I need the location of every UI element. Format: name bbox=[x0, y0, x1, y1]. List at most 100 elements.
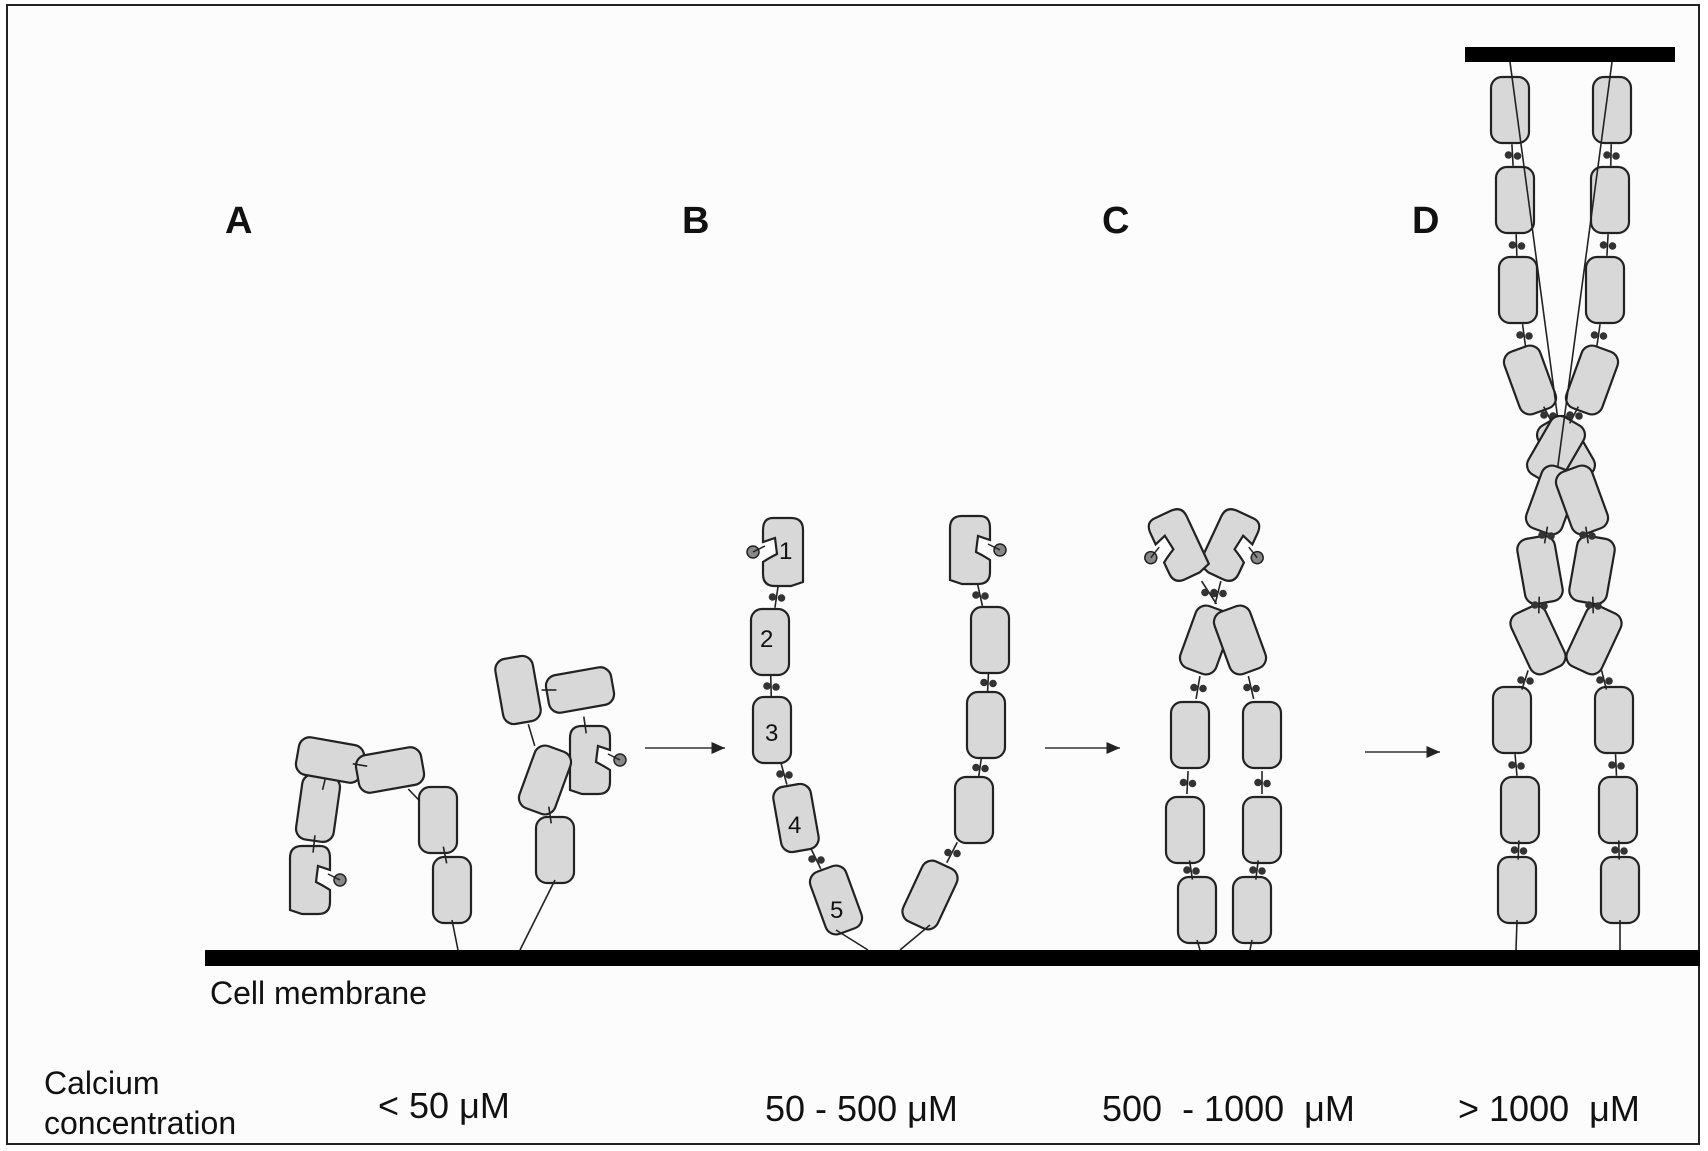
calcium-ion bbox=[953, 850, 961, 858]
calcium-ion bbox=[1525, 332, 1533, 340]
top-membrane-bar bbox=[1465, 47, 1675, 62]
calcium-ion bbox=[1611, 846, 1619, 854]
calcium-ion bbox=[1249, 866, 1257, 874]
calcium-ion bbox=[763, 682, 771, 690]
calcium-ion bbox=[1263, 780, 1271, 788]
ec-domain bbox=[295, 773, 342, 844]
concentration-c: 500 - 1000 μM bbox=[1102, 1088, 1355, 1130]
ec-domain bbox=[971, 607, 1009, 673]
calcium-ion bbox=[944, 849, 952, 857]
ec-domain bbox=[1593, 77, 1631, 143]
ec1-domain bbox=[950, 516, 990, 584]
concentration-d: > 1000 μM bbox=[1458, 1088, 1640, 1130]
panel-letter-d: D bbox=[1412, 200, 1439, 243]
ec-domain bbox=[1491, 77, 1529, 143]
domain-number-5: 5 bbox=[830, 897, 843, 925]
ec-domain bbox=[1507, 602, 1569, 678]
ec-domain bbox=[1499, 257, 1537, 323]
calcium-ion bbox=[1517, 676, 1525, 684]
ec-domain bbox=[494, 654, 543, 726]
concentration-b: 50 - 500 μM bbox=[765, 1088, 958, 1130]
calcium-ion bbox=[1210, 590, 1218, 598]
membrane-anchor bbox=[452, 920, 458, 950]
calcium-ion bbox=[1518, 242, 1526, 250]
calcium-ion bbox=[1575, 412, 1583, 420]
calcium-ion bbox=[1517, 762, 1525, 770]
ec-domain bbox=[967, 692, 1005, 758]
ec-domain bbox=[354, 746, 426, 795]
calcium-ion bbox=[1520, 847, 1528, 855]
ec-domain bbox=[1586, 257, 1624, 323]
calcium-ion bbox=[1526, 677, 1534, 685]
calcium-ion bbox=[1579, 531, 1587, 539]
ec-domain bbox=[1493, 687, 1531, 753]
ec-domain bbox=[1178, 877, 1216, 943]
membrane-anchor bbox=[836, 930, 868, 950]
calcium-ion bbox=[817, 856, 825, 864]
panel-letter-c: C bbox=[1102, 200, 1129, 243]
calcium-ion bbox=[1609, 242, 1617, 250]
calcium-ion bbox=[1605, 677, 1613, 685]
calcium-ion bbox=[1600, 241, 1608, 249]
ec-domain bbox=[1568, 534, 1617, 606]
domain-number-1: 1 bbox=[779, 538, 792, 566]
linker bbox=[408, 789, 420, 801]
calcium-ion bbox=[1531, 601, 1539, 609]
calcium-ion bbox=[1588, 532, 1596, 540]
calcium-concentration-label: Calcium concentration bbox=[44, 1063, 236, 1143]
calcium-ion bbox=[1201, 589, 1209, 597]
calcium-ion bbox=[785, 771, 793, 779]
calcium-ion bbox=[1514, 152, 1522, 160]
ec-domain bbox=[536, 817, 574, 883]
ec-domain bbox=[1563, 602, 1625, 678]
calcium-ion bbox=[1511, 846, 1519, 854]
tryptophan-ligand bbox=[1143, 550, 1159, 566]
ec-domain bbox=[955, 777, 993, 843]
panel-letter-b: B bbox=[682, 200, 709, 243]
calcium-ion bbox=[1538, 531, 1546, 539]
domain-number-4: 4 bbox=[788, 812, 801, 840]
calcium-ion bbox=[1617, 762, 1625, 770]
ec-domain bbox=[1243, 702, 1281, 768]
calcium-ion bbox=[1566, 411, 1574, 419]
ec-domain bbox=[1501, 777, 1539, 843]
calcium-ion bbox=[981, 765, 989, 773]
ec-domain bbox=[419, 787, 457, 853]
calcium-ion bbox=[1509, 241, 1517, 249]
ec-domain bbox=[1233, 877, 1271, 943]
ec-domain bbox=[1501, 342, 1559, 417]
ec1-domain bbox=[570, 726, 610, 794]
calcium-ion bbox=[972, 764, 980, 772]
calcium-ion bbox=[1183, 866, 1191, 874]
calcium-ion bbox=[1620, 847, 1628, 855]
calcium-ion bbox=[1585, 601, 1593, 609]
ec-domain bbox=[516, 742, 574, 817]
calcium-label-line2: concentration bbox=[44, 1103, 236, 1143]
ec1-domain bbox=[290, 846, 330, 914]
calcium-ion bbox=[1508, 761, 1516, 769]
calcium-ion bbox=[1612, 152, 1620, 160]
calcium-ion bbox=[980, 679, 988, 687]
linker bbox=[528, 724, 534, 746]
cell-membrane-bar bbox=[205, 950, 1700, 966]
ec-domain bbox=[1211, 602, 1269, 677]
ec-domain bbox=[1516, 534, 1565, 606]
calcium-ion bbox=[1258, 867, 1266, 875]
calcium-ion bbox=[1596, 676, 1604, 684]
calcium-ion bbox=[1540, 411, 1548, 419]
ec-domain bbox=[1599, 777, 1637, 843]
calcium-ion bbox=[1189, 780, 1197, 788]
cell-membrane-label: Cell membrane bbox=[210, 975, 427, 1012]
calcium-ion bbox=[989, 680, 997, 688]
calcium-ion bbox=[1243, 684, 1251, 692]
calcium-ion bbox=[1540, 602, 1548, 610]
calcium-ion bbox=[981, 592, 989, 600]
tryptophan-ligand bbox=[1249, 550, 1265, 566]
domain-number-2: 2 bbox=[760, 626, 773, 654]
calcium-ion bbox=[1180, 779, 1188, 787]
ec-domain bbox=[1601, 857, 1639, 923]
ec1-domain bbox=[1198, 506, 1263, 585]
calcium-ion bbox=[1219, 590, 1227, 598]
calcium-ion bbox=[1600, 332, 1608, 340]
calcium-ion bbox=[1190, 684, 1198, 692]
